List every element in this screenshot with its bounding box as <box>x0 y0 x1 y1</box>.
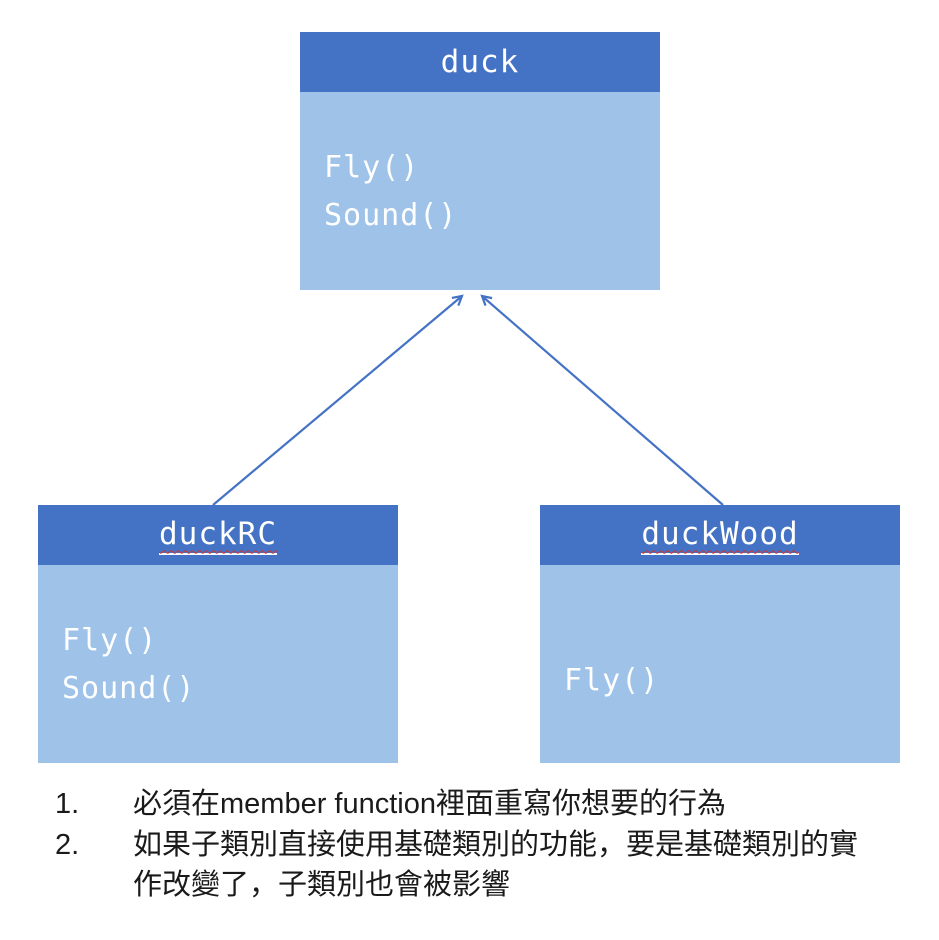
notes-list: 1. 必須在member function裡面重寫你想要的行為 2. 如果子類別… <box>55 784 867 906</box>
method-label: Fly() <box>564 663 660 698</box>
method-label: Sound() <box>62 671 196 706</box>
class-box-duckrc: duckRC Fly() Sound() <box>38 505 398 763</box>
class-title-duck: duck <box>440 44 520 80</box>
inheritance-arrow-duckwood-to-duck <box>480 294 724 506</box>
note-text: 如果子類別直接使用基礎類別的功能，要是基礎類別的實作改變了，子類別也會被影響 <box>133 828 859 902</box>
class-body-duck: Fly() Sound() <box>300 92 660 290</box>
note-number: 1. <box>55 788 80 820</box>
class-header-duckwood: duckWood <box>540 505 900 565</box>
method-label: Fly() <box>62 623 158 658</box>
class-title-duckwood: duckWood <box>641 516 799 555</box>
class-header-duck: duck <box>300 32 660 92</box>
note-number: 2. <box>55 828 80 861</box>
note-item-1: 1. 必須在member function裡面重寫你想要的行為 <box>55 784 867 825</box>
class-body-duckwood: Fly() <box>540 565 900 763</box>
class-box-duckwood: duckWood Fly() <box>540 505 900 763</box>
class-title-duckrc: duckRC <box>159 516 277 555</box>
note-item-2: 2. 如果子類別直接使用基礎類別的功能，要是基礎類別的實作改變了，子類別也會被影… <box>55 825 867 906</box>
inheritance-arrow-duckrc-to-duck <box>212 294 464 506</box>
method-label: Sound() <box>324 198 458 233</box>
class-body-duckrc: Fly() Sound() <box>38 565 398 763</box>
method-label: Fly() <box>324 150 420 185</box>
class-header-duckrc: duckRC <box>38 505 398 565</box>
note-text: 必須在member function裡面重寫你想要的行為 <box>133 788 726 820</box>
class-box-duck: duck Fly() Sound() <box>300 32 660 290</box>
